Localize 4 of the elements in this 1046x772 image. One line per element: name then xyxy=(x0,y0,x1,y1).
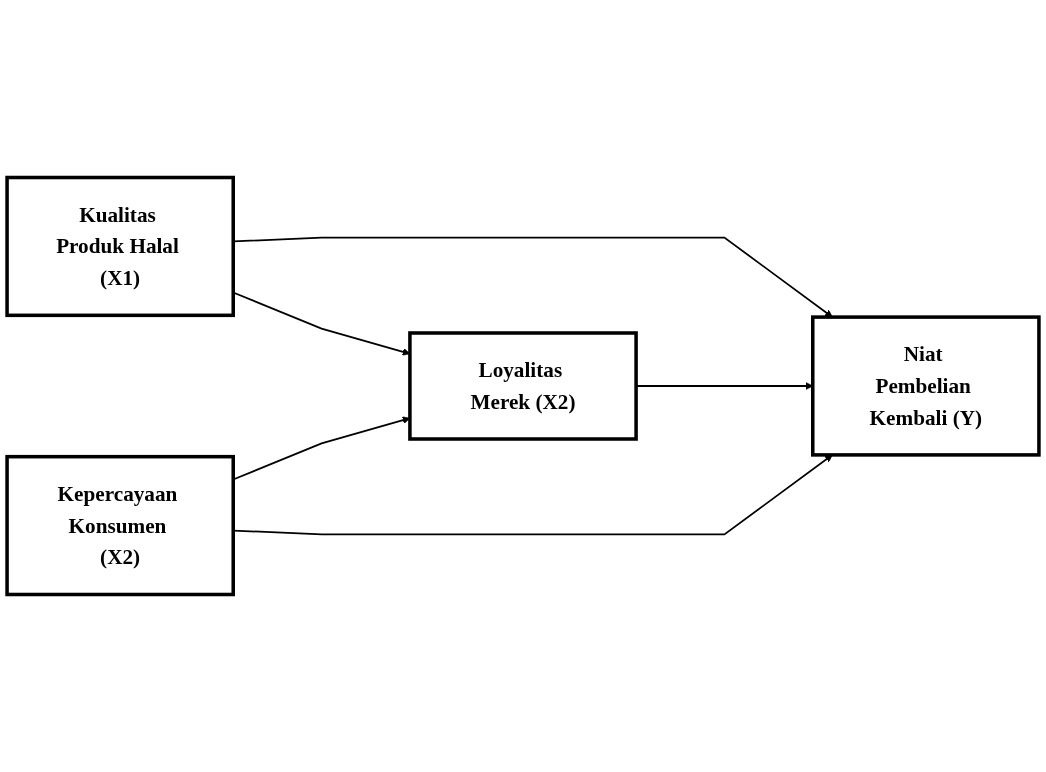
node-box: Niat Pembelian Kembali (Y) xyxy=(811,315,1041,457)
node-box: Loyalitas Merek (X2) xyxy=(408,331,638,441)
node-box: Kepercayaan Konsumen (X2) xyxy=(5,454,235,597)
node-box: Kualitas Produk Halal (X1) xyxy=(5,175,235,318)
